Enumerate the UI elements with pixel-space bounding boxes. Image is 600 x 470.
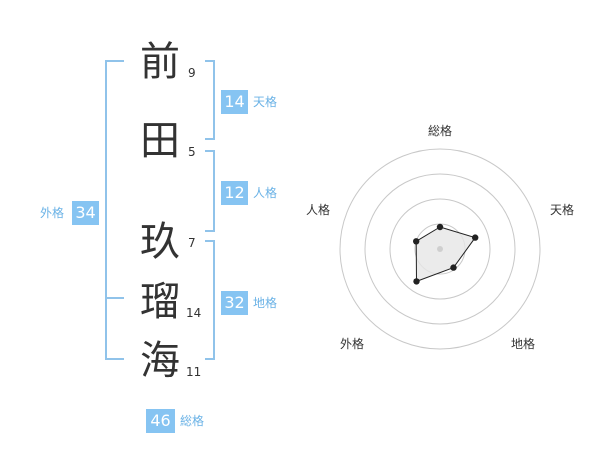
jinkaku-bracket-vertical — [213, 150, 215, 232]
name-char-5: 海 — [140, 338, 180, 384]
chikaku-value: 32 — [221, 291, 248, 315]
soukaku-label: 総格 — [180, 414, 205, 428]
tenkaku-bracket-bottom — [205, 138, 215, 140]
radar-points — [413, 223, 479, 285]
radar-axis-label-jinkaku: 人格 — [306, 203, 331, 217]
stroke-count-1: 9 — [188, 66, 196, 80]
chikaku-bracket-bottom — [205, 358, 215, 360]
radar-axis-label-gaikaku: 外格 — [340, 337, 365, 351]
tenkaku-bracket-vertical — [213, 60, 215, 140]
tenkaku-label: 天格 — [253, 95, 278, 109]
soukaku-value: 46 — [146, 409, 175, 433]
radar-ring-3 — [364, 173, 516, 325]
radar-chart — [339, 148, 541, 350]
gaikaku-bracket-middle — [105, 297, 124, 299]
stroke-count-3: 7 — [188, 236, 196, 250]
tenkaku-value: 14 — [221, 90, 248, 114]
tenkaku-bracket-top — [205, 60, 215, 62]
radar-polygon — [415, 226, 477, 283]
radar-point-3 — [450, 264, 457, 271]
stroke-count-4: 14 — [186, 306, 202, 320]
gaikaku-value: 34 — [72, 201, 99, 225]
radar-axis-label-chikaku: 地格 — [511, 337, 536, 351]
jinkaku-label: 人格 — [253, 186, 278, 200]
chikaku-label: 地格 — [253, 296, 278, 310]
radar-point-4 — [413, 278, 420, 285]
name-char-1: 前 — [140, 39, 180, 85]
gaikaku-label: 外格 — [40, 206, 65, 220]
radar-point-2 — [472, 234, 479, 241]
stroke-count-5: 11 — [186, 365, 202, 379]
name-char-2: 田 — [140, 118, 180, 164]
chikaku-bracket-vertical — [213, 240, 215, 360]
gaikaku-bracket-top — [105, 60, 124, 62]
radar-ring-2 — [389, 198, 491, 300]
gaikaku-bracket-vertical — [105, 60, 107, 360]
jinkaku-value: 12 — [221, 181, 248, 205]
radar-axis-label-soukaku: 総格 — [428, 124, 453, 138]
gaikaku-bracket-bottom — [105, 358, 124, 360]
chikaku-bracket-top — [205, 240, 215, 242]
radar-rings — [339, 148, 541, 350]
jinkaku-bracket-top — [205, 150, 215, 152]
stroke-count-2: 5 — [188, 145, 196, 159]
jinkaku-bracket-bottom — [205, 230, 215, 232]
radar-axis-label-tenkaku: 天格 — [550, 203, 575, 217]
name-char-4: 瑠 — [140, 279, 180, 325]
radar-point-5 — [413, 238, 420, 245]
radar-point-1 — [436, 223, 444, 231]
name-char-3: 玖 — [140, 219, 180, 265]
radar-center-dot — [437, 246, 443, 252]
radar-ring-4 — [339, 148, 541, 350]
